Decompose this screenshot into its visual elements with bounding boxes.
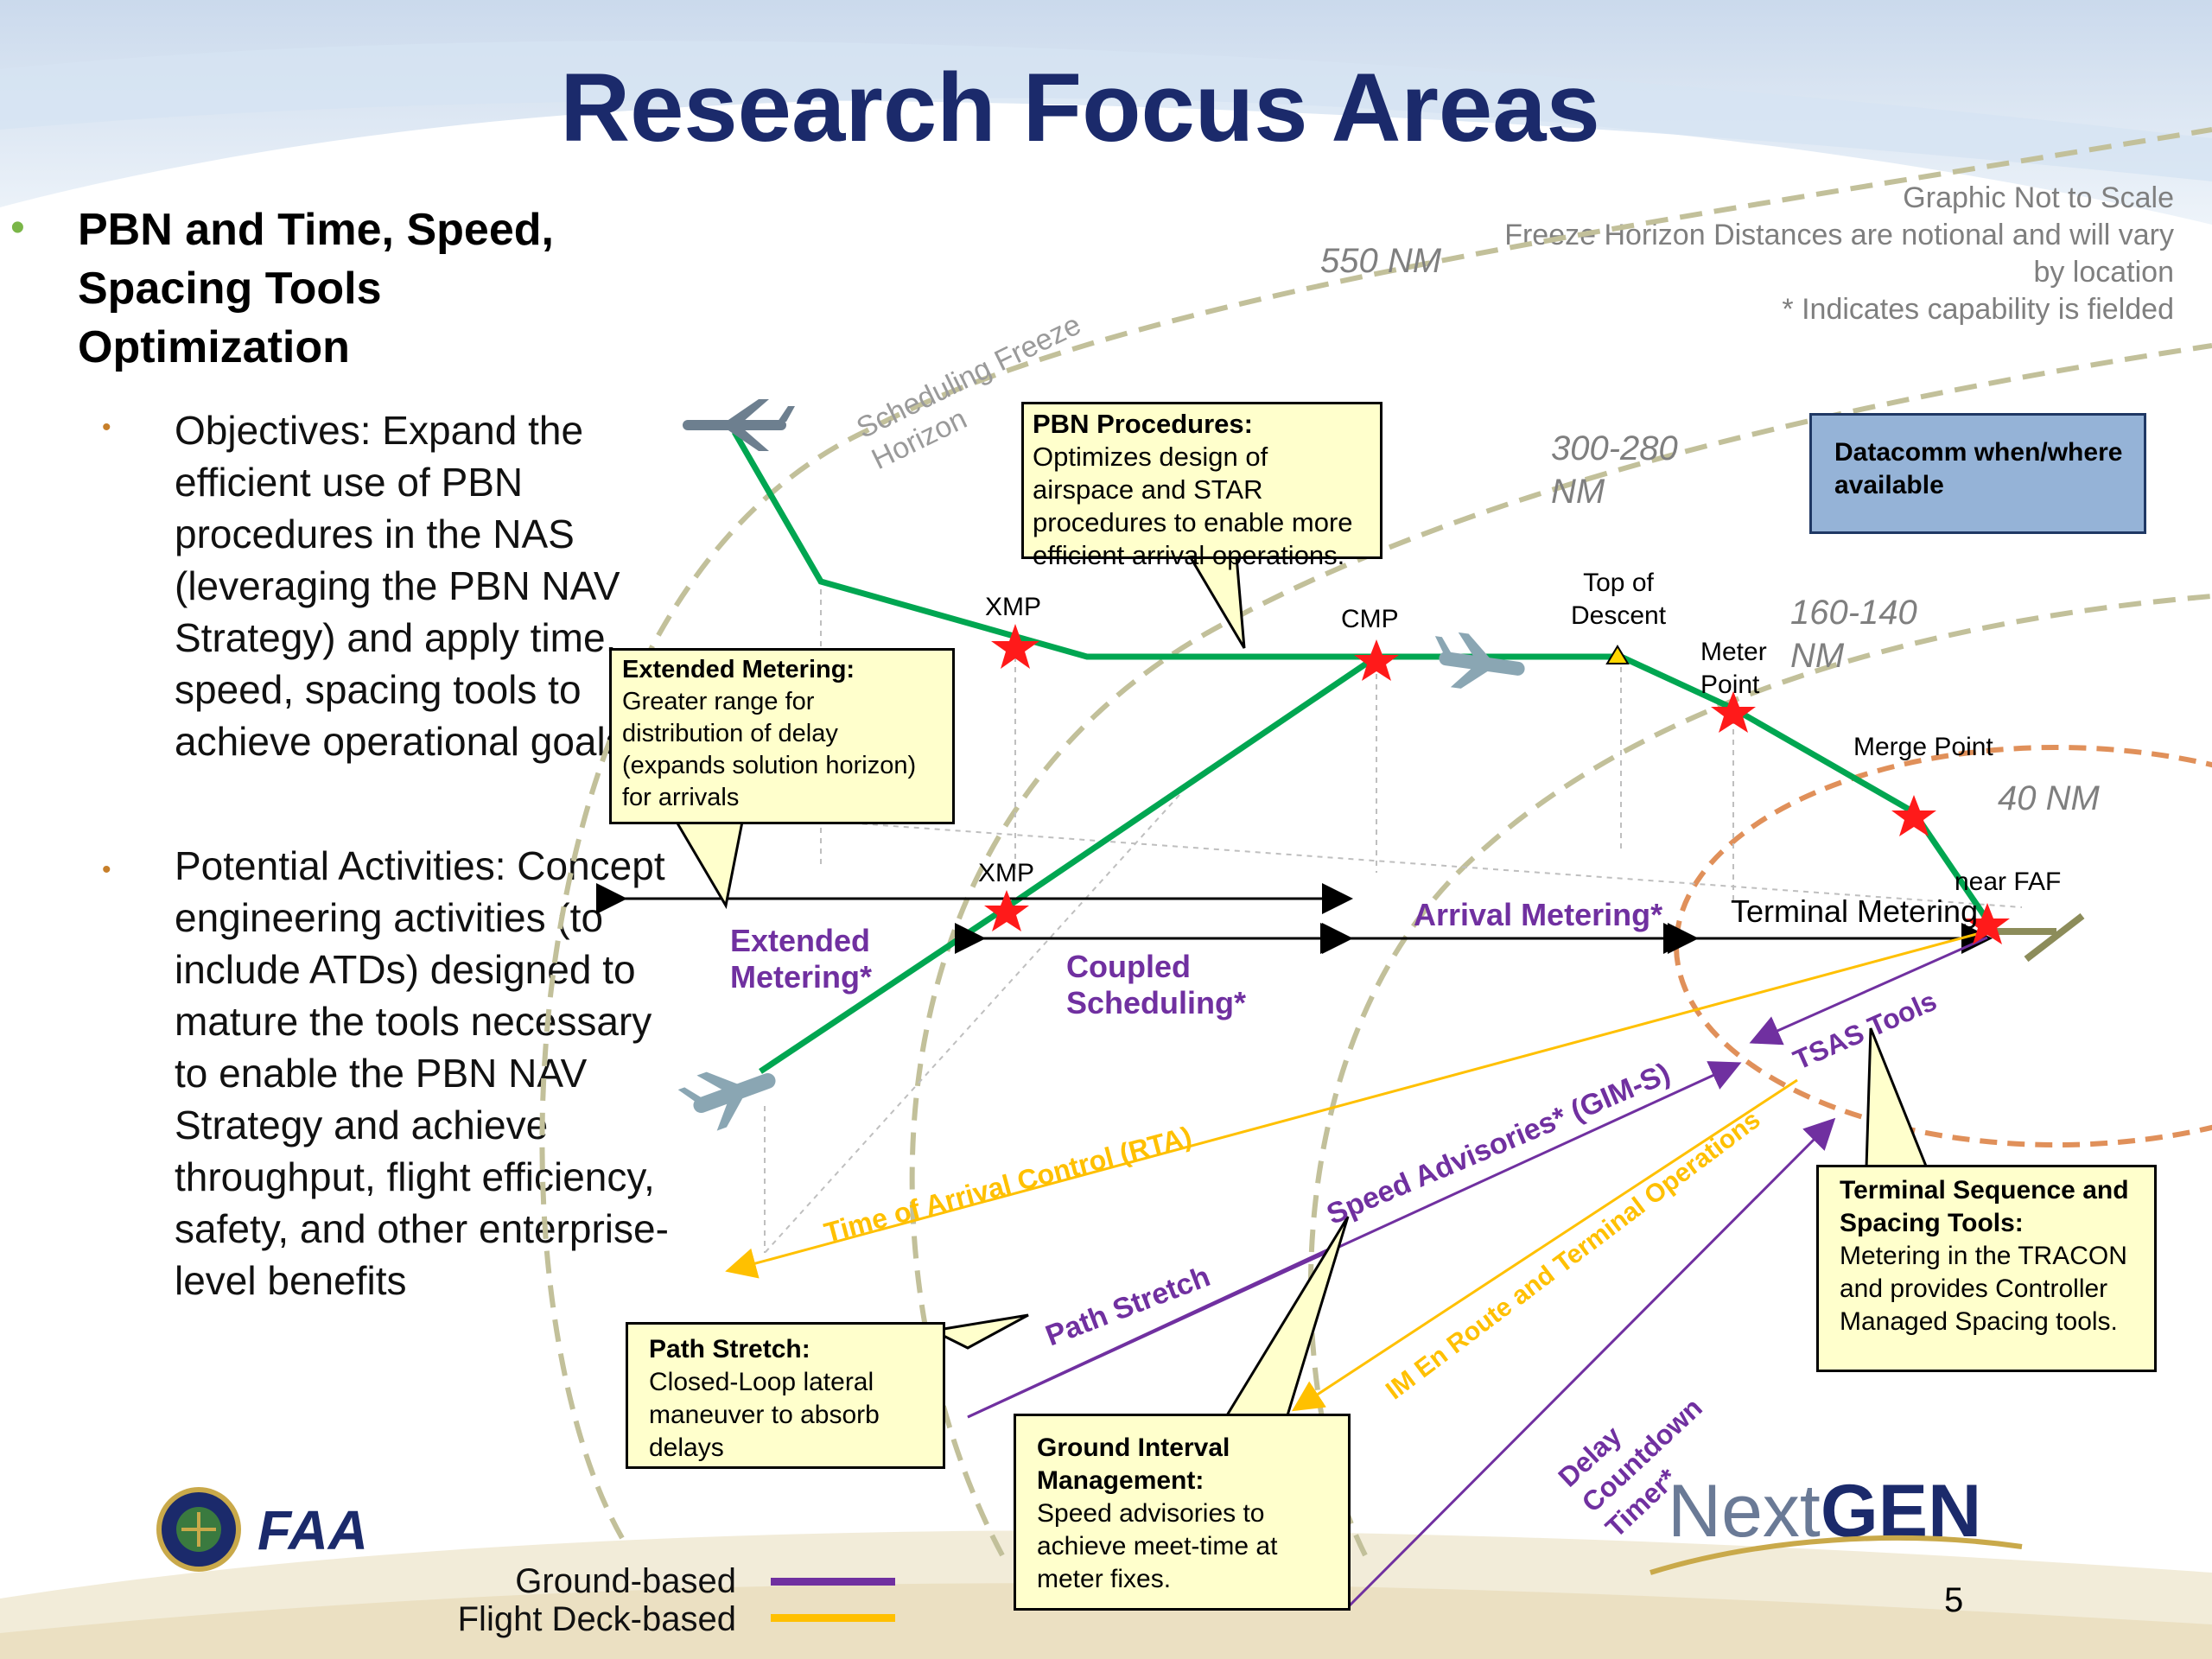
callout-title: Path Stretch: (649, 1335, 810, 1363)
segment-coupled-scheduling: Coupled Scheduling* (1066, 949, 1247, 1020)
label-near-faf: near FAF (1955, 868, 2062, 896)
callout-body: Greater range for distribution of delay … (622, 688, 917, 811)
ext-pointer (671, 816, 745, 910)
tsas-arrow (1749, 936, 1988, 1046)
callout-pointers (671, 544, 1929, 1417)
legend-flight-label: Flight Deck-based (457, 1600, 736, 1638)
metering-spans (596, 883, 1993, 954)
airplane-icon (683, 399, 795, 451)
callout-datacomm: Datacomm when/where available (1809, 413, 2146, 534)
tool-arrows (725, 927, 1997, 1609)
rta-arrow (725, 927, 1997, 1279)
label-xmp-low: XMP (978, 859, 1035, 887)
legend-ground-swatch (771, 1578, 895, 1586)
callout-path-stretch: Path Stretch: Closed-Loop lateral maneuv… (626, 1322, 945, 1469)
objectives-text: Objectives: Expand the efficient use of … (175, 408, 626, 764)
waypoint-stars (984, 624, 2010, 944)
star-xmp-top (991, 624, 1039, 669)
terminal-ring (1674, 745, 2212, 1147)
callout-title: Ground Interval Management: (1037, 1433, 1230, 1495)
nextgen-swoosh (1649, 1535, 2023, 1575)
nextgen-next: Next (1668, 1470, 1821, 1553)
star-cmp (1354, 639, 1399, 681)
distance-550: 550 NM (1320, 242, 1442, 280)
label-meter-point: Meter Point (1700, 638, 1767, 699)
callout-extended-metering: Extended Metering: Greater range for dis… (609, 648, 955, 824)
label-cmp: CMP (1341, 605, 1399, 633)
delay-arrow (1346, 1117, 1836, 1609)
page-title: Research Focus Areas (560, 54, 1600, 162)
projection-lines (764, 579, 2023, 1254)
airplane-icon (677, 1071, 776, 1131)
scale-notes: Graphic Not to Scale Freeze Horizon Dist… (1483, 180, 2174, 328)
segment-terminal-metering: Terminal Metering (1731, 893, 1979, 929)
star-xmp-low (984, 890, 1029, 931)
distance-160: 160-140 NM (1790, 594, 1917, 675)
sub-bullet-marker: • (102, 855, 111, 884)
callout-body: Closed-Loop lateral maneuver to absorb d… (649, 1368, 880, 1462)
legend-flight-swatch (771, 1614, 895, 1622)
callout-title: Extended Metering: (622, 656, 855, 683)
callout-body: Optimizes design of airspace and STAR pr… (1033, 442, 1353, 570)
sub-bullet-marker: • (102, 413, 111, 442)
star-faf (1965, 903, 2010, 944)
tsas-pointer (1865, 1027, 1929, 1170)
path-pointer (929, 1313, 1029, 1350)
path-stretch-arrow (967, 1243, 1340, 1419)
faa-logo-text: FAA (257, 1499, 368, 1561)
page-number: 5 (1944, 1581, 1964, 1619)
distance-40: 40 NM (1998, 779, 2100, 817)
segment-arrival-metering: Arrival Metering* (1414, 897, 1663, 932)
note-line: * Indicates capability is fielded (1782, 293, 2174, 326)
note-line: Freeze Horizon Distances are notional an… (1504, 219, 2174, 289)
im-arrow (1291, 1078, 1798, 1412)
callout-body: Metering in the TRACON and provides Cont… (1840, 1242, 2127, 1336)
arc-160 (1307, 594, 2212, 1557)
star-meter (1711, 691, 1756, 733)
distance-300: 300-280 NM (1551, 429, 1678, 511)
arc-550 (539, 127, 2212, 1540)
callout-title: Terminal Sequence and Spacing Tools: (1840, 1176, 2129, 1237)
main-heading: PBN and Time, Speed, Spacing Tools Optim… (78, 205, 554, 372)
faa-seal-icon (156, 1487, 241, 1572)
label-top-of-descent: Top of Descent (1570, 569, 1667, 630)
tod-triangle (1605, 645, 1630, 664)
label-merge-point: Merge Point (1853, 733, 1993, 761)
callout-title: PBN Procedures: (1033, 409, 1253, 439)
runway (1987, 912, 2085, 963)
segment-extended-metering: Extended Metering* (730, 923, 873, 995)
airplane-icon (1434, 632, 1525, 689)
legend-ground-label: Ground-based (515, 1562, 736, 1600)
callout-body: Speed advisories to achieve meet-time at… (1037, 1499, 1278, 1593)
activities-text: Potential Activities: Concept engineerin… (175, 843, 669, 1303)
label-xmp-top: XMP (985, 593, 1042, 621)
callout-tsas: Terminal Sequence and Spacing Tools: Met… (1816, 1165, 2157, 1372)
callout-ground-interval-management: Ground Interval Management: Speed adviso… (1014, 1414, 1351, 1611)
callout-pbn-procedures: PBN Procedures: Optimizes design of airs… (1021, 402, 1382, 570)
star-merge (1891, 795, 1936, 836)
upper-path (731, 430, 1990, 922)
bullet-dot: • (10, 205, 25, 251)
note-line: Graphic Not to Scale (1903, 181, 2174, 214)
